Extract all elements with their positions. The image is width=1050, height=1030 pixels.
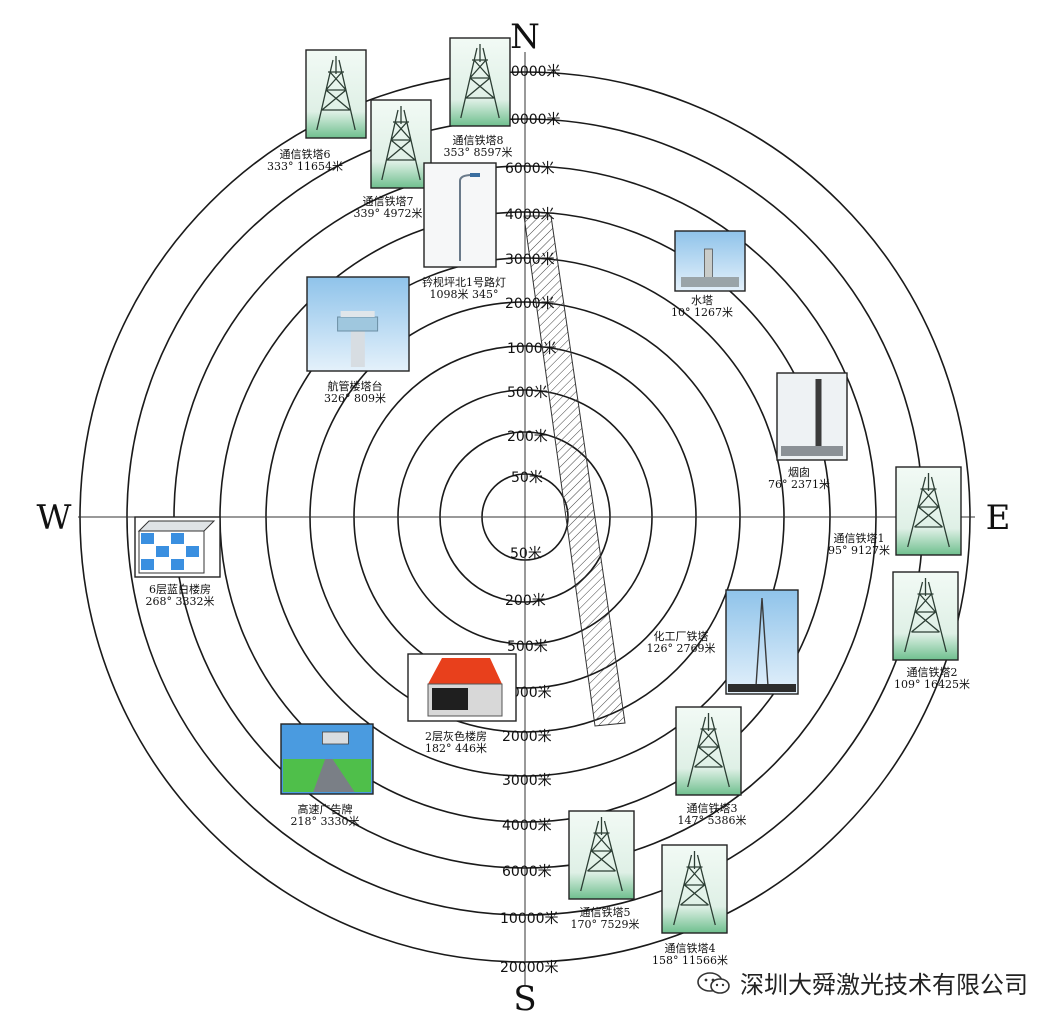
target-detail: 147° 5386米 (678, 814, 747, 827)
target-detail: 326° 809米 (324, 392, 386, 405)
ring-label: 1000米 (507, 341, 557, 357)
tower-thumbnail-icon (892, 571, 959, 661)
target-name: 通信铁塔1 (834, 532, 885, 545)
direction-w: W (37, 498, 72, 538)
direction-s: S (513, 979, 536, 1019)
tower-thumbnail-icon (568, 810, 635, 900)
tower-thumbnail-icon (305, 49, 367, 139)
target-name: 钤枧坪北1号路灯 (422, 275, 506, 289)
target-name: 水塔 (691, 294, 713, 307)
target-name: 通信铁塔5 (580, 906, 631, 919)
ring-label: 50米 (511, 470, 543, 486)
ring-label: 3000米 (502, 773, 552, 789)
target-name: 航管楼塔台 (328, 379, 383, 393)
target-detail: 1098米 345° (430, 288, 499, 301)
tower-thumbnail-icon (895, 466, 962, 556)
target-name: 通信铁塔4 (665, 942, 716, 955)
target-name: 通信铁塔7 (363, 195, 414, 208)
direction-e: E (986, 498, 1011, 538)
watermark-text: 深圳大舜激光技术有限公司 (740, 971, 1028, 999)
wechat-icon (697, 971, 730, 994)
target-name: 通信铁塔8 (453, 134, 504, 147)
target-name: 烟囱 (788, 465, 810, 479)
bld6-thumbnail-icon (134, 516, 221, 578)
ring-label: 10000米 (502, 112, 561, 128)
target-name: 通信铁塔3 (687, 802, 738, 815)
target-detail: 76° 2371米 (768, 478, 830, 491)
target-detail: 158° 11566米 (652, 954, 728, 967)
direction-n: N (510, 17, 540, 57)
target-detail: 339° 4972米 (354, 207, 423, 220)
ring-label: 2000米 (505, 296, 555, 312)
tower-thumbnail-icon (675, 706, 742, 796)
ring-label: 4000米 (502, 818, 552, 834)
water-thumbnail-icon (674, 230, 746, 292)
atc-thumbnail-icon (306, 276, 410, 372)
target-name: 通信铁塔2 (907, 666, 958, 679)
hatched-sector-strip (523, 215, 626, 727)
ring-label: 200米 (507, 429, 548, 445)
ring-labels-north: 50米 200米 500米 1000米 2000米 3000米 4000米 60… (502, 64, 561, 486)
ring-label: 6000米 (505, 161, 555, 177)
ring-label: 4000米 (505, 207, 555, 223)
target-detail: 95° 9127米 (828, 544, 890, 557)
target-detail: 218° 3330米 (291, 815, 360, 828)
target-name: 6层蓝白楼房 (149, 582, 211, 596)
ring-label: 3000米 (505, 252, 555, 268)
target-detail: 333° 11654米 (267, 160, 343, 173)
ring-label: 20000米 (500, 960, 559, 976)
ring-label: 50米 (510, 546, 542, 562)
target-detail: 353° 8597米 (444, 146, 513, 159)
target-name: 通信铁塔6 (280, 148, 331, 161)
bld2-thumbnail-icon (407, 653, 517, 722)
ring-label: 2000米 (502, 729, 552, 745)
target-detail: 109° 16425米 (894, 678, 970, 691)
ring-label: 500米 (507, 639, 548, 655)
bill-thumbnail-icon (280, 723, 374, 795)
target-name: 化工厂铁塔 (654, 629, 709, 643)
ring-labels-south: 50米 200米 500米 1000米 2000米 3000米 4000米 60… (500, 546, 559, 976)
chem-thumbnail-icon (725, 589, 799, 695)
watermark: 深圳大舜激光技术有限公司 (696, 965, 1028, 1000)
ring-label: 6000米 (502, 864, 552, 880)
target-detail: 126° 2769米 (647, 642, 716, 655)
ring-label: 20000米 (502, 64, 561, 80)
ring-label: 200米 (505, 593, 546, 609)
target-name: 2层灰色楼房 (425, 729, 487, 743)
ring-label: 500米 (507, 385, 548, 401)
tower-thumbnail-icon (449, 37, 511, 127)
ring-label: 10000米 (500, 911, 559, 927)
tower-thumbnail-icon (370, 99, 432, 189)
tower-thumbnail-icon (661, 844, 728, 934)
chimney-thumbnail-icon (776, 372, 848, 461)
target-detail: 182° 446米 (425, 742, 487, 755)
target-detail: 170° 7529米 (571, 918, 640, 931)
target-detail: 10° 1267米 (671, 306, 733, 319)
lamp-thumbnail-icon (423, 162, 497, 268)
target-detail: 268° 3332米 (146, 595, 215, 608)
target-name: 高速广告牌 (298, 802, 353, 816)
